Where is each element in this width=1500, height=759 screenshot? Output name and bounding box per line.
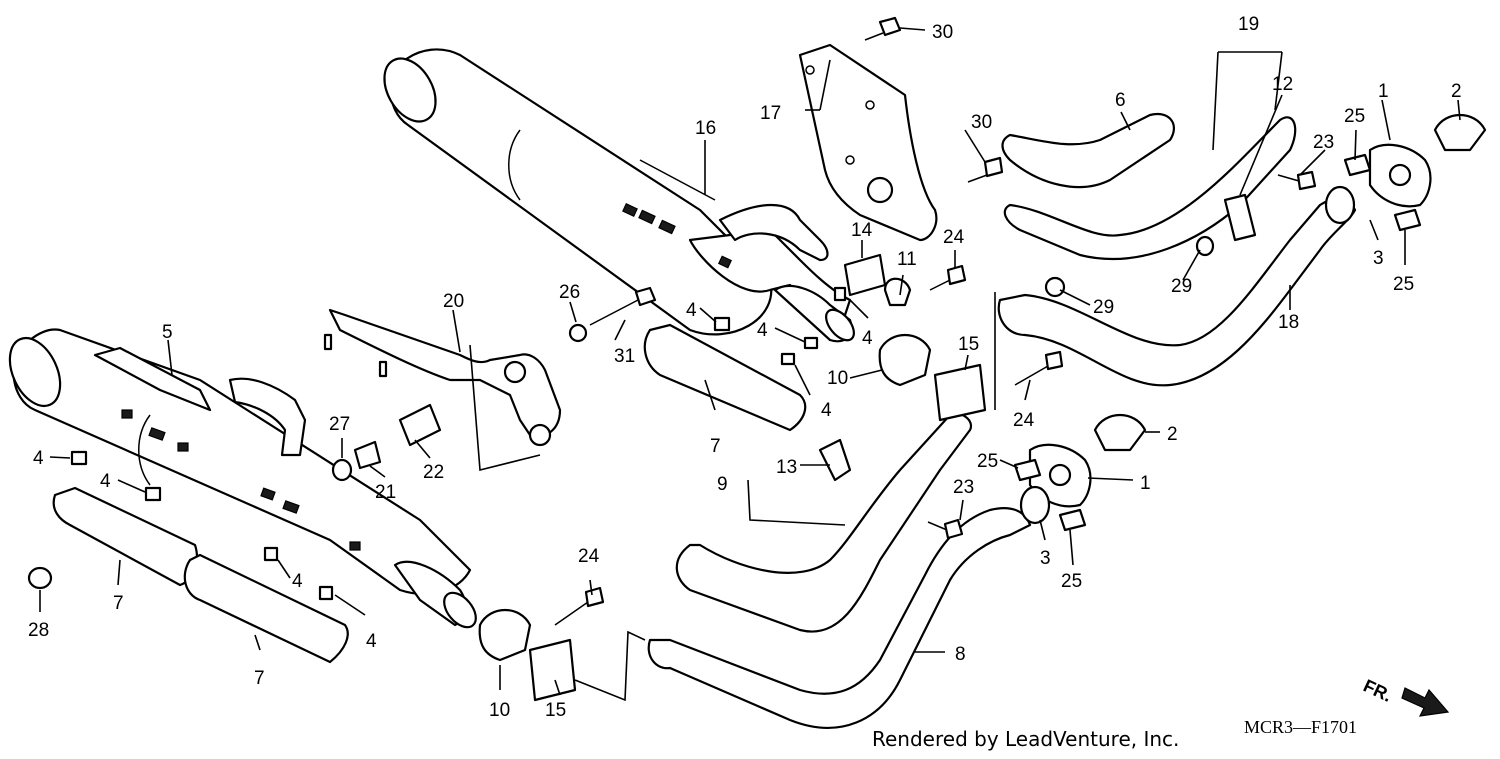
gasket-14	[843, 253, 887, 297]
bolt-30-side	[967, 156, 1004, 183]
callout-26: 26	[559, 282, 580, 303]
flange-set-lower	[1013, 414, 1147, 532]
upper-exhaust-pipe	[997, 198, 1357, 387]
callout-23-upper: 23	[1313, 132, 1334, 153]
callout-29-a: 29	[1093, 297, 1114, 318]
stay-clamp-12	[1223, 193, 1257, 242]
bolt-24-a	[929, 264, 967, 291]
callout-7-upper: 7	[710, 436, 721, 457]
callout-7-lower-right: 7	[254, 668, 265, 689]
callout-30-top: 30	[932, 22, 953, 43]
bolt-31	[568, 286, 657, 343]
clamp-11	[883, 277, 912, 307]
callout-3-upper: 3	[1373, 248, 1384, 269]
callout-1-upper: 1	[1378, 81, 1389, 102]
callout-30-side: 30	[971, 112, 992, 133]
flange-set-upper	[1324, 114, 1487, 232]
lower-muffler	[8, 328, 477, 629]
upper-pipe-heat-shield	[1001, 112, 1175, 189]
lower-muffler-clamp	[478, 609, 532, 662]
heat-shield-upper	[643, 323, 807, 432]
callout-4-g: 4	[292, 571, 303, 592]
callout-25-lower-a: 25	[977, 451, 998, 472]
bolt-24-b	[1014, 350, 1064, 386]
callout-29-b: 29	[1171, 276, 1192, 297]
callout-15-lower: 15	[545, 700, 566, 721]
callout-10-lower: 10	[489, 700, 510, 721]
bolt-23-lower	[927, 518, 964, 540]
front-label: FR.	[1360, 675, 1395, 705]
callout-1-lower: 1	[1140, 473, 1151, 494]
callout-9: 9	[717, 474, 728, 495]
callout-20: 20	[443, 291, 464, 312]
callout-24-b: 24	[1013, 410, 1035, 431]
callout-25-upper-a: 25	[1344, 106, 1365, 127]
leader-lines	[39, 27, 1461, 702]
joint-clamp-13	[818, 438, 852, 482]
callout-3-lower: 3	[1040, 548, 1051, 569]
callout-5: 5	[162, 322, 173, 343]
gasket-15-upper	[933, 363, 987, 422]
callout-4-b: 4	[757, 320, 768, 341]
callout-23-lower: 23	[953, 477, 974, 498]
callout-24-a: 24	[943, 227, 965, 248]
callout-28: 28	[28, 620, 49, 641]
callout-16: 16	[695, 118, 716, 139]
diagram-code: MCR3—F1701	[1244, 717, 1357, 737]
callout-19: 19	[1238, 14, 1259, 35]
callout-4-c: 4	[862, 328, 873, 349]
front-direction-arrow-icon: FR.	[1360, 675, 1450, 717]
callout-31: 31	[614, 346, 635, 367]
callout-21: 21	[375, 482, 396, 503]
nut-28	[27, 566, 53, 590]
callout-25-lower-b: 25	[1061, 571, 1082, 592]
rubber-mount-22	[398, 403, 442, 447]
callout-13: 13	[776, 457, 797, 478]
bolt-30-top	[864, 16, 902, 41]
nut-27	[331, 458, 353, 482]
callout-25-upper-b: 25	[1393, 274, 1414, 295]
callout-2-upper: 2	[1451, 81, 1462, 102]
nut-29-b	[1195, 235, 1215, 257]
callout-27: 27	[329, 414, 350, 435]
callout-4-h: 4	[366, 631, 377, 652]
lower-exhaust-pipe	[647, 507, 1032, 729]
callout-14: 14	[851, 220, 873, 241]
collar-21	[353, 440, 382, 470]
muffler-bracket	[323, 308, 562, 447]
upper-muffler-clamp	[878, 334, 932, 387]
nut-29-a	[1044, 276, 1066, 298]
callout-4-e: 4	[33, 448, 44, 469]
bolt-24-c	[554, 586, 605, 626]
callout-numbers: 1 1 2 2 3 3 4 4 4 4 4 4 4 4 5 6 7 7 7 8 …	[28, 14, 1462, 721]
upper-pipe-cover	[1003, 116, 1297, 260]
heat-shield-lower-left	[52, 486, 198, 587]
heat-shield-lower-right	[183, 553, 349, 664]
upper-muffler	[383, 48, 855, 343]
gasket-15-lower	[528, 638, 577, 702]
callout-15-upper: 15	[958, 334, 979, 355]
clip-4-set	[70, 286, 847, 601]
callout-18: 18	[1278, 312, 1299, 333]
callout-4-a: 4	[686, 300, 697, 321]
muffler-stay-plate	[798, 43, 938, 242]
callout-10-upper: 10	[827, 368, 848, 389]
callout-12: 12	[1272, 74, 1293, 95]
callout-17: 17	[760, 103, 781, 124]
render-credit: Rendered by LeadVenture, Inc.	[872, 727, 1179, 751]
callout-22: 22	[423, 462, 444, 483]
callout-4-d: 4	[821, 400, 832, 421]
callout-7-lower-left: 7	[113, 593, 124, 614]
callout-11: 11	[897, 249, 917, 270]
callout-2-lower: 2	[1167, 424, 1178, 445]
callout-8: 8	[955, 644, 966, 665]
callout-6: 6	[1115, 90, 1126, 111]
callout-4-f: 4	[100, 471, 111, 492]
callout-24-c: 24	[578, 546, 600, 567]
bolt-23-upper	[1277, 170, 1317, 191]
